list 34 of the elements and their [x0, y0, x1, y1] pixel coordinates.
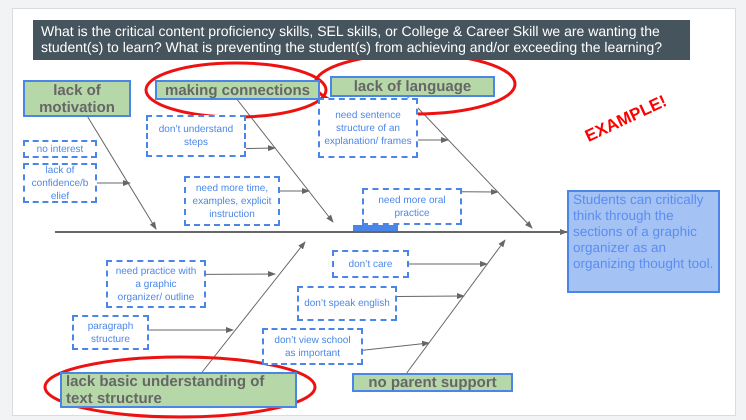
cause-box: don’t view school as important [262, 328, 363, 365]
bone-arrow [406, 239, 506, 374]
bone-arrow [407, 96, 533, 229]
arrow [418, 137, 449, 143]
bone-arrow [237, 100, 334, 223]
category-box: making connections [155, 80, 320, 100]
category-box: no parent support [352, 373, 513, 392]
bone-arrow [87, 116, 157, 230]
arrow [280, 188, 310, 194]
cause-box: paragraph structure [72, 315, 149, 350]
cause-box: need sentence structure of an explanation/ frames [318, 98, 418, 158]
arrow [96, 180, 131, 186]
cause-box: no interest [23, 140, 97, 158]
cause-box: need more oral practice [362, 188, 462, 225]
cause-box: need practice with a graphic organizer/ outline [106, 260, 206, 308]
effect-box: Students can critically think through the sections of a graphic organizer as an organizing thought tool. [567, 190, 720, 293]
bone-arrow [202, 241, 306, 372]
category-box: lack of language [330, 76, 495, 97]
cause-box: don’t understand steps [146, 115, 246, 157]
cause-box: lack of confidence/b elief [23, 163, 97, 203]
spine-arrow [55, 229, 568, 235]
category-box: lack basic understanding of text structure [60, 372, 297, 408]
title-banner: What is the critical content proficiency skills, SEL skills, or College & Career Skill we are wanting the student(s) to learn? What is preventing the student(s) from achieving and/or exceeding the learning? [33, 20, 690, 60]
cause-box: don’t care [332, 250, 409, 278]
arrow [148, 327, 234, 333]
cause-box: don’t speak english [297, 286, 397, 321]
arrow [206, 271, 276, 278]
arrow [246, 145, 276, 152]
arrow [462, 188, 499, 195]
category-box: lack of motivation [23, 80, 131, 117]
arrow [396, 293, 465, 300]
arrow [362, 340, 430, 351]
cause-box: need more time, examples, explicit instruction [184, 176, 280, 226]
arrow [408, 261, 488, 267]
